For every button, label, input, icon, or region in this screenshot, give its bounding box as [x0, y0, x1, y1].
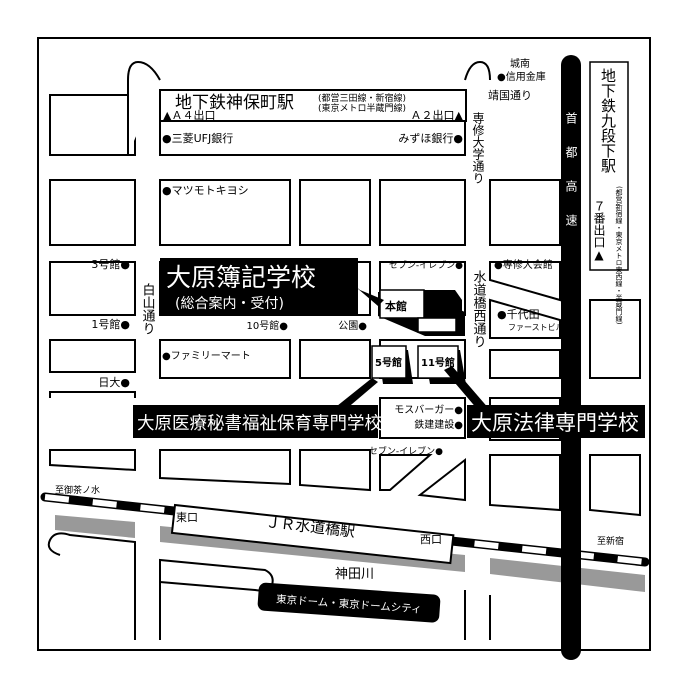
jonan-label: 城南 [510, 57, 530, 70]
shuto-expressway [561, 55, 581, 660]
svg-text:首都高速: 首都高速 [564, 112, 578, 248]
city-blocks [47, 60, 641, 640]
callout-pointer [350, 282, 384, 306]
seven-eleven-2: セブン-イレブン● [369, 445, 443, 457]
svg-text:11号館: 11号館 [421, 356, 455, 369]
jimbocho-lines-1: (都営三田線・新宿線) [318, 92, 406, 104]
hakusan-dori: 白山通り [140, 282, 156, 335]
jr-station-box [170, 503, 455, 565]
ohara-iryo-callout: 大原医療秘書福祉保育専門学校 [133, 405, 382, 438]
main-building-label: 本館 [385, 299, 407, 313]
exit-a2: Ａ２出口▲ [411, 108, 464, 122]
shuto-label: 首都高速 [564, 112, 578, 248]
tokyo-dome-badge: 東京ドーム・東京ドームシティ [257, 582, 441, 623]
mufg-bank: ●三菱UFJ銀行 [162, 131, 233, 145]
east-exit-label: 東口 [176, 511, 198, 524]
ohara-boki-name: 大原簿記学校 [166, 263, 316, 292]
callout-pointer [332, 378, 378, 410]
mizuho-bank: みずほ銀行● [398, 131, 463, 145]
ohara-horitsu-name: 大原法律専門学校 [471, 411, 639, 435]
to-ochanomizu-label: 至御茶ノ水 [55, 484, 100, 496]
senshu-hall: ●専修大会館 [494, 258, 553, 271]
kudanshita-station-box [589, 61, 629, 271]
senshu-dori: 専修大学通り [471, 112, 485, 184]
main-building: 本館 [378, 289, 465, 336]
river-label: 神田川 [335, 567, 374, 582]
family-mart: ●ファミリーマート [162, 351, 251, 362]
ohara-horitsu-callout: 大原法律専門学校 [467, 405, 645, 438]
jimbocho-station-box [159, 89, 467, 122]
yasukuni-dori: 靖国通り [488, 89, 532, 102]
exit-a4: ▲Ａ４出口 [163, 108, 215, 122]
west-exit-label: 西口 [420, 533, 442, 546]
building-5: 5号館 [371, 345, 413, 384]
jonan-shinkin: ●信用金庫 [497, 70, 546, 83]
mos-burger: モスバーガー● [394, 404, 463, 416]
building-3: 3号館● [91, 257, 130, 271]
park: 公園● [338, 320, 367, 332]
building-10: 10号館● [247, 319, 289, 332]
to-shinjuku-label: 至新宿 [597, 535, 624, 547]
callout-pointer [444, 366, 490, 410]
ohara-iryo-name: 大原医療秘書福祉保育専門学校 [137, 414, 382, 434]
tekken-kensetsu: 鉄建建設● [414, 418, 463, 431]
seven-eleven-1: セブン-イレブン● [389, 259, 463, 271]
river [55, 515, 135, 538]
matsumoto-kiyoshi: ●マツモトキヨシ [162, 184, 249, 197]
jimbocho-lines-2: (東京メトロ半蔵門線) [318, 102, 406, 114]
svg-text:5号館: 5号館 [375, 356, 402, 369]
jimbocho-station-name: 地下鉄神保町駅 [175, 93, 294, 113]
building-1: 1号館● [91, 317, 130, 331]
chiyoda-first-1: ●千代田 [497, 308, 540, 321]
nichidai: 日大● [98, 375, 130, 389]
kudanshita-lines: (都営新宿線・東京メトロ東西線・半蔵門線) [615, 186, 623, 325]
chiyoda-first-2: ファーストビル [508, 323, 564, 332]
ohara-boki-callout: 大原簿記学校 (総合案内・受付) [160, 258, 358, 316]
suidobashi-nishi-dori: 水道橋西通り [471, 270, 487, 348]
exit-7: ７番出口▲ [592, 200, 606, 262]
kudanshita-station-name: 地下鉄九段下駅 [599, 68, 617, 173]
ohara-boki-sub: (総合案内・受付) [175, 295, 284, 312]
